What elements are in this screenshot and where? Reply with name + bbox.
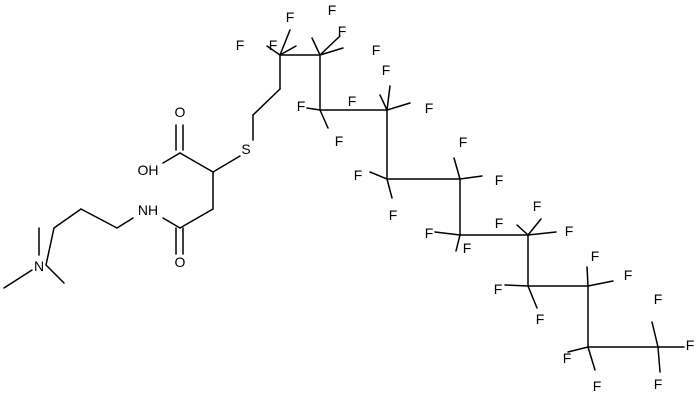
atom-label-f-2: F: [236, 37, 245, 53]
atom-label-f-29: F: [654, 376, 663, 392]
bond-c-f-11: [386, 102, 411, 111]
bond-c-f-16: [434, 231, 461, 236]
bond-c-f-10: [386, 85, 391, 111]
bond-c-f-26: [587, 346, 596, 371]
bond-c-f-18: [516, 224, 529, 236]
bond-c-f-21: [504, 284, 529, 287]
bond-c-oh: [162, 152, 181, 164]
bond-c-f-8: [319, 109, 329, 129]
atom-label-f-28: F: [686, 337, 695, 353]
bond-c-calpha: [179, 152, 214, 173]
bond-amidec-nh: [162, 217, 181, 229]
bond-c-f-19: [527, 218, 542, 236]
bond-c-f-1: [266, 45, 281, 56]
atom-label-f-23: F: [591, 248, 600, 264]
atom-label-f-4: F: [286, 9, 295, 25]
bond-chain-1: [80, 208, 118, 229]
bond-c-f-20: [527, 231, 557, 236]
atom-label-f-1: F: [328, 2, 337, 18]
bond-nh-ch2: [116, 217, 134, 229]
atom-label-f-26: F: [593, 378, 602, 394]
atom-label-f-3: F: [269, 37, 278, 53]
bond-c-f-29: [657, 346, 661, 373]
bond-ch2-amidec: [179, 208, 214, 229]
atom-label-f-22: F: [536, 311, 545, 327]
atom-label-f-12: F: [354, 167, 363, 183]
atom-label-f-15: F: [495, 172, 504, 188]
bond-c-f-14: [453, 157, 461, 180]
atom-label-acid-o: O: [175, 104, 186, 120]
atom-label-f-13: F: [389, 207, 398, 223]
bond-c-f-4: [311, 37, 321, 56]
bond-chain-4: [45, 264, 65, 284]
atom-label-f-17: F: [463, 240, 472, 256]
atom-label-f-11: F: [425, 100, 434, 116]
atom-label-s: S: [241, 141, 250, 157]
atom-label-f-16: F: [425, 225, 434, 241]
bond-c-f-23: [586, 266, 589, 287]
bond-c-f-24: [587, 280, 614, 287]
bond-c-f-2: [279, 29, 291, 56]
atom-label-nh: NH: [138, 202, 158, 218]
bond-c-f-15: [459, 175, 483, 180]
bond-chain-3: [45, 227, 55, 266]
bond-c-f-9: [379, 94, 388, 111]
bond-c-f-17: [455, 234, 461, 252]
atom-label-f-24: F: [624, 267, 633, 283]
atom-label-f-10: F: [348, 93, 357, 109]
bond-n-me2: [3, 269, 33, 289]
bond-chain-2: [53, 208, 82, 229]
atom-label-f-9: F: [382, 62, 391, 78]
atom-label-f-18: F: [495, 215, 504, 231]
atom-label-oh: OH: [138, 162, 159, 178]
bond-c-f-27: [651, 321, 659, 348]
bond-c-f-13: [386, 178, 393, 199]
atom-label-n: N: [34, 258, 44, 274]
bond-c-f-5: [319, 35, 341, 56]
atom-label-f-20: F: [565, 223, 574, 239]
bond-ch2-ch2: [252, 88, 281, 116]
atom-label-f-6: F: [372, 42, 381, 58]
bond-c-f-6: [319, 47, 344, 56]
atom-label-f-27: F: [654, 291, 663, 307]
bond-c-f-25: [567, 346, 589, 353]
atom-label-f-14: F: [459, 134, 468, 150]
bond-c-f-12: [369, 171, 388, 180]
bond-calpha-s: [212, 155, 241, 173]
atom-label-amide-o: O: [175, 254, 186, 270]
atom-label-f-5: F: [338, 23, 347, 39]
atom-label-f-8: F: [335, 133, 344, 149]
bond-c-f-3: [279, 45, 297, 56]
bond-c-f-7: [306, 107, 321, 111]
atom-label-f-21: F: [494, 281, 503, 297]
bond-c-f-22: [527, 285, 538, 309]
atom-label-f-7: F: [297, 98, 306, 114]
atom-label-f-19: F: [533, 198, 542, 214]
atom-label-f-25: F: [563, 350, 572, 366]
